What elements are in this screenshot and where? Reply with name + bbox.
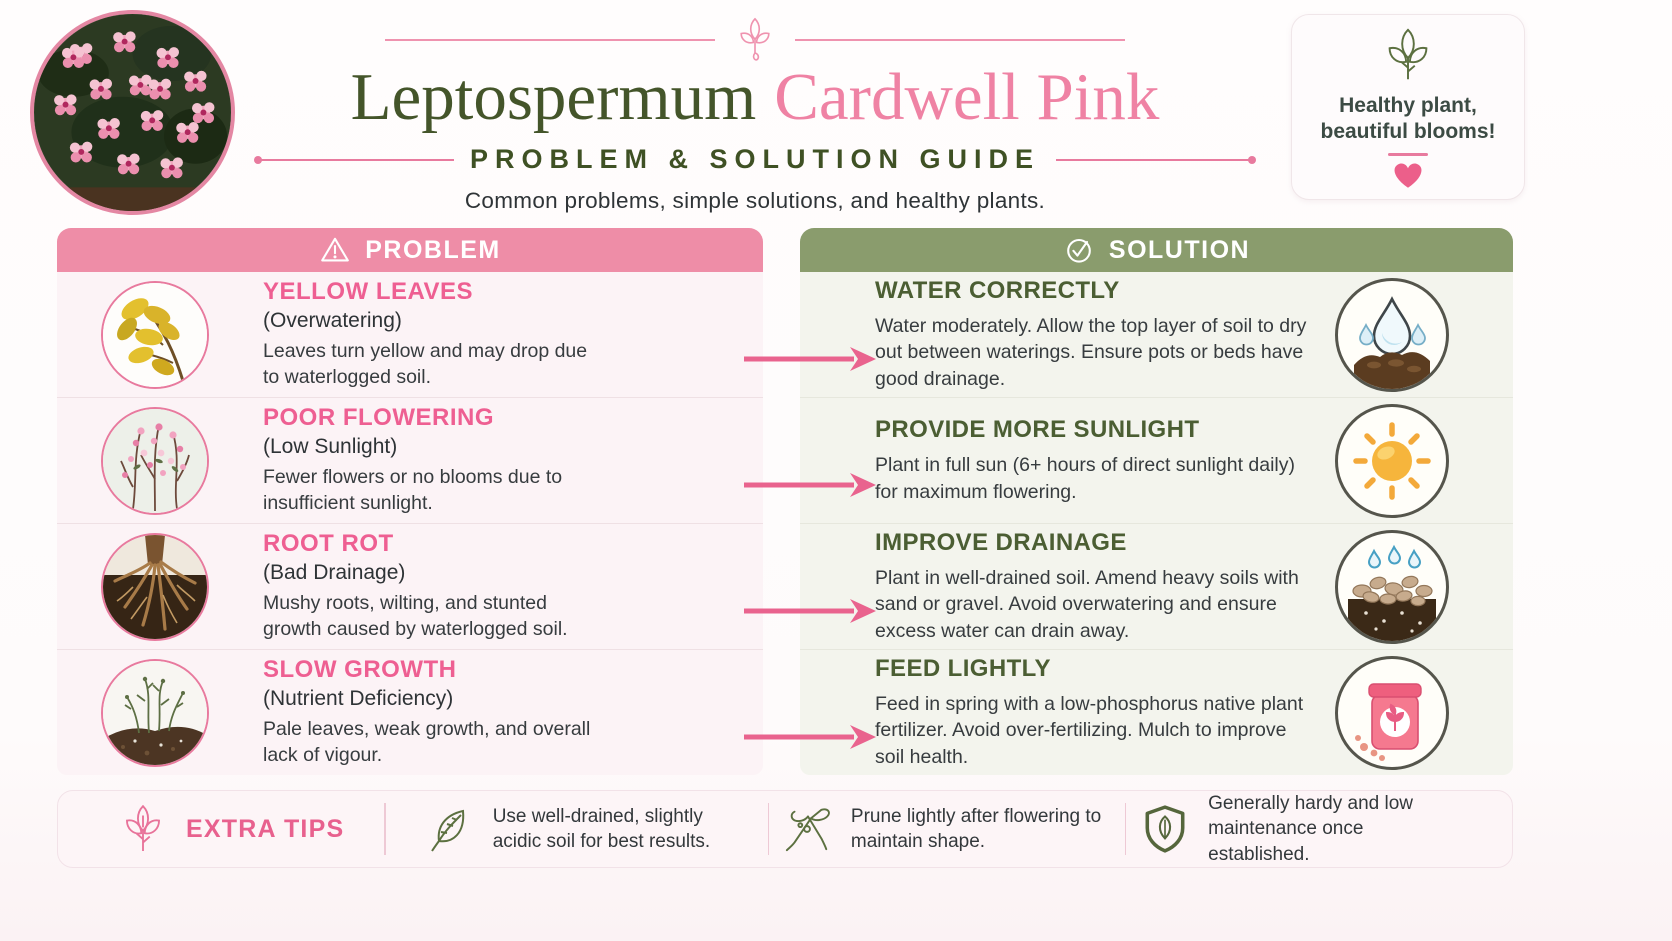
solution-title: IMPROVE DRAINAGE bbox=[875, 529, 1127, 557]
problem-header-bar: PROBLEM bbox=[57, 228, 763, 272]
arrow-row-4 bbox=[742, 724, 880, 750]
problem-cause: (Nutrient Deficiency) bbox=[263, 687, 454, 711]
footer-divider bbox=[1124, 803, 1127, 855]
problem-rows: YELLOW LEAVES (Overwatering) Leaves turn… bbox=[57, 272, 763, 775]
extra-tips-bar: EXTRA TIPS Use well-drained, slightly ac… bbox=[57, 790, 1513, 868]
extra-tips-label: EXTRA TIPS bbox=[186, 814, 345, 843]
problem-title: POOR FLOWERING bbox=[263, 404, 494, 432]
solution-row-water-correctly: WATER CORRECTLY Water moderately. Allow … bbox=[800, 272, 1513, 398]
subtitle-row: PROBLEM & SOLUTION GUIDE bbox=[230, 144, 1280, 175]
solution-row-text: WATER CORRECTLY Water moderately. Allow … bbox=[875, 277, 1315, 391]
shield-leaf-icon bbox=[1145, 805, 1185, 853]
solution-description: Water moderately. Allow the top layer of… bbox=[875, 315, 1307, 390]
solution-header-label: SOLUTION bbox=[1108, 235, 1251, 264]
plant-photo bbox=[30, 10, 235, 215]
solution-title: WATER CORRECTLY bbox=[875, 277, 1120, 305]
solution-row-text: PROVIDE MORE SUNLIGHT Plant in full sun … bbox=[875, 416, 1315, 504]
problem-description: Pale leaves, weak growth, and overall la… bbox=[263, 718, 591, 766]
solution-row-improve-drainage: IMPROVE DRAINAGE Plant in well-drained s… bbox=[800, 524, 1513, 650]
heart-icon bbox=[1394, 163, 1422, 188]
pink-leaves-icon bbox=[126, 804, 160, 851]
header-ornament bbox=[230, 14, 1280, 66]
problem-row-slow-growth: SLOW GROWTH (Nutrient Deficiency) Pale l… bbox=[57, 650, 763, 775]
solution-column: SOLUTION WATER CORRECTLY Water moderatel… bbox=[800, 228, 1513, 775]
solution-description: Plant in well-drained soil. Amend heavy … bbox=[875, 567, 1299, 642]
solution-description: Plant in full sun (6+ hours of direct su… bbox=[875, 454, 1296, 503]
solution-title: FEED LIGHTLY bbox=[875, 655, 1051, 683]
problem-description: Fewer flowers or no blooms due to insuff… bbox=[263, 466, 563, 514]
problem-row-poor-flowering: POOR FLOWERING (Low Sunlight) Fewer flow… bbox=[57, 398, 763, 524]
roots-photo bbox=[101, 532, 209, 641]
problem-row-yellow-leaves: YELLOW LEAVES (Overwatering) Leaves turn… bbox=[57, 272, 763, 398]
problem-title: YELLOW LEAVES bbox=[263, 278, 474, 306]
problem-cause: (Low Sunlight) bbox=[263, 435, 398, 459]
problem-row-text: ROOT ROT (Bad Drainage) Mushy roots, wil… bbox=[263, 530, 603, 642]
footer-divider bbox=[384, 803, 386, 855]
problem-header-label: PROBLEM bbox=[365, 235, 501, 264]
solution-description: Feed in spring with a low-phosphorus nat… bbox=[875, 693, 1304, 768]
title-variety: Cardwell Pink bbox=[774, 60, 1160, 134]
arrow-row-1 bbox=[742, 346, 880, 372]
tip-prune: Prune lightly after flowering to maintai… bbox=[769, 804, 1125, 854]
flowering-shrub-image bbox=[34, 14, 231, 211]
problem-column: PROBLEM bbox=[57, 228, 763, 775]
ornament-line-right bbox=[795, 39, 1125, 41]
yellow-leaves-photo bbox=[101, 280, 209, 389]
problem-row-text: POOR FLOWERING (Low Sunlight) Fewer flow… bbox=[263, 404, 603, 516]
problem-row-text: YELLOW LEAVES (Overwatering) Leaves turn… bbox=[263, 278, 603, 390]
leaf-icon bbox=[430, 809, 464, 852]
problem-title: SLOW GROWTH bbox=[263, 656, 457, 684]
badge-line2: beautiful blooms! bbox=[1320, 120, 1496, 143]
subtitle-line-left bbox=[253, 156, 454, 164]
footer-divider bbox=[767, 803, 770, 855]
solution-rows: WATER CORRECTLY Water moderately. Allow … bbox=[800, 272, 1513, 775]
water-drops-soil-icon bbox=[1335, 277, 1449, 392]
warning-triangle-icon bbox=[321, 237, 350, 262]
fertilizer-bag-icon bbox=[1335, 655, 1449, 770]
solution-title: PROVIDE MORE SUNLIGHT bbox=[875, 416, 1200, 444]
problem-cause: (Bad Drainage) bbox=[263, 561, 406, 585]
subtitle-line-right bbox=[1056, 156, 1256, 164]
ornament-line-left bbox=[385, 39, 715, 41]
solution-row-text: FEED LIGHTLY Feed in spring with a low-p… bbox=[875, 655, 1315, 769]
solution-row-text: IMPROVE DRAINAGE Plant in well-drained s… bbox=[875, 529, 1315, 643]
problem-description: Mushy roots, wilting, and stunted growth… bbox=[263, 592, 568, 640]
problem-description: Leaves turn yellow and may drop due to w… bbox=[263, 340, 588, 388]
badge-text: Healthy plant, beautiful blooms! bbox=[1321, 93, 1496, 146]
check-circle-icon bbox=[1067, 238, 1091, 263]
seedling-photo bbox=[101, 658, 209, 767]
tip-text: Prune lightly after flowering to maintai… bbox=[850, 805, 1102, 852]
pruning-shears-icon bbox=[785, 808, 830, 852]
tagline: Common problems, simple solutions, and h… bbox=[464, 188, 1046, 214]
tip-text: Generally hardy and low maintenance once… bbox=[1208, 793, 1414, 865]
solution-header-bar: SOLUTION bbox=[800, 228, 1513, 272]
badge-divider bbox=[1388, 153, 1428, 157]
problem-row-text: SLOW GROWTH (Nutrient Deficiency) Pale l… bbox=[263, 656, 603, 768]
badge-line1: Healthy plant, bbox=[1339, 93, 1477, 117]
pink-flower-sprigs-photo bbox=[101, 406, 209, 515]
tip-hardy: Generally hardy and low maintenance once… bbox=[1126, 791, 1482, 866]
subtitle: PROBLEM & SOLUTION GUIDE bbox=[469, 144, 1040, 175]
title-genus: Leptospermum bbox=[350, 60, 757, 134]
arrow-row-3 bbox=[742, 598, 880, 624]
extra-tips-label-group: EXTRA TIPS bbox=[116, 802, 344, 856]
problem-title: ROOT ROT bbox=[263, 530, 394, 558]
sun-icon bbox=[1335, 403, 1449, 518]
drainage-gravel-icon bbox=[1335, 529, 1449, 644]
tip-soil: Use well-drained, slightly acidic soil f… bbox=[412, 804, 768, 854]
problem-cause: (Overwatering) bbox=[263, 309, 402, 333]
solution-row-provide-sunlight: PROVIDE MORE SUNLIGHT Plant in full sun … bbox=[800, 398, 1513, 524]
problem-row-root-rot: ROOT ROT (Bad Drainage) Mushy roots, wil… bbox=[57, 524, 763, 650]
pink-sprig-icon bbox=[740, 17, 770, 61]
tip-text: Use well-drained, slightly acidic soil f… bbox=[492, 805, 711, 852]
leaf-sprig-icon bbox=[1388, 28, 1428, 79]
arrow-row-2 bbox=[742, 472, 880, 498]
solution-row-feed-lightly: FEED LIGHTLY Feed in spring with a low-p… bbox=[800, 650, 1513, 775]
healthy-plant-card: Healthy plant, beautiful blooms! bbox=[1291, 14, 1525, 200]
